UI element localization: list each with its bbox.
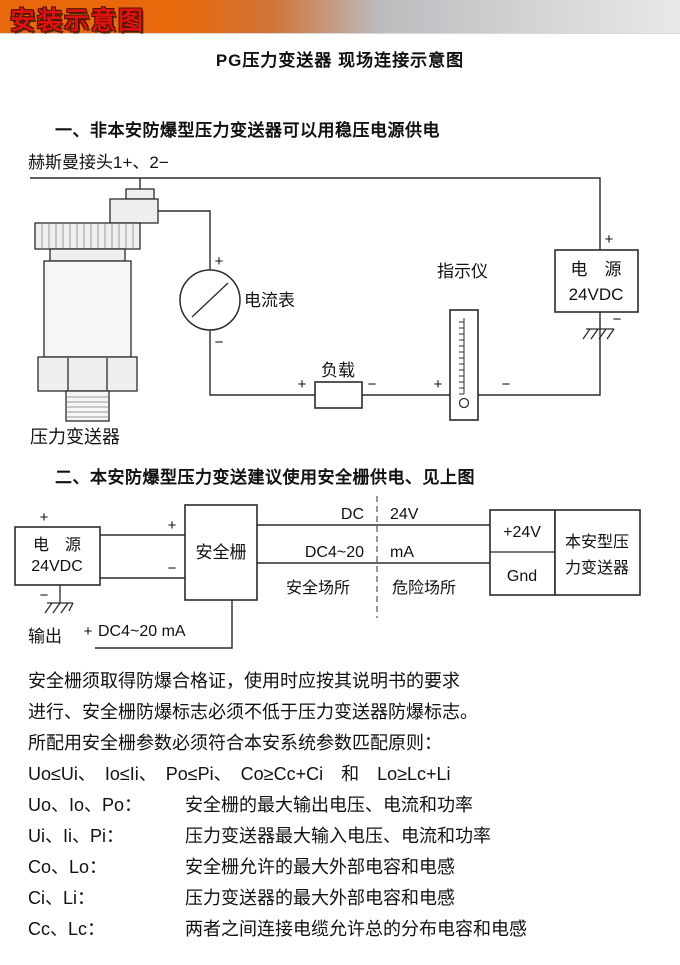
transmitter-hex-facets bbox=[67, 358, 108, 390]
param-desc: 两者之间连接电缆允许总的分布电容和电感 bbox=[185, 919, 527, 939]
power-label-line1: 电 源 bbox=[571, 260, 622, 279]
power2-plus-sign: + bbox=[40, 509, 49, 526]
power-supply-box bbox=[554, 249, 639, 313]
hazard-area-label: 危险场所 bbox=[392, 579, 456, 597]
power2-label-line1: 电 源 bbox=[33, 536, 81, 554]
output-plus-sign: + bbox=[84, 623, 93, 640]
device-label-line1: 本安型压 bbox=[565, 533, 629, 551]
wire2-left-label: DC4~20 bbox=[305, 544, 364, 561]
param-row-uo-io-po: Uo、Io、Po： 安全栅的最大输出电压、电流和功率 bbox=[28, 790, 660, 821]
terminal-gnd-label: Gnd bbox=[507, 568, 537, 585]
load-label: 负载 bbox=[321, 361, 355, 380]
transmitter-label: 压力变送器 bbox=[30, 427, 120, 447]
ground-symbol-2 bbox=[44, 585, 74, 614]
note-paragraph-3: 所配用安全栅参数必须符合本安系统参数匹配原则： bbox=[28, 733, 442, 753]
barrier-circuit-wires bbox=[95, 524, 490, 649]
ammeter-minus-sign: − bbox=[215, 334, 224, 351]
barrier-input-minus-sign: − bbox=[168, 560, 177, 577]
page-title: 安装示意图 bbox=[10, 7, 146, 35]
section1-heading: 一、非本安防爆型压力变送器可以用稳压电源供电 bbox=[55, 121, 440, 140]
ground-symbol bbox=[582, 328, 615, 340]
safety-barrier-box bbox=[184, 504, 258, 601]
hirschmann-connector-graphic bbox=[109, 188, 159, 224]
param-desc: 压力变送器最大输入电压、电流和功率 bbox=[185, 826, 491, 846]
safe-area-label: 安全场所 bbox=[286, 579, 350, 597]
power2-label-line2: 24VDC bbox=[31, 558, 83, 575]
power-label-line2: 24VDC bbox=[569, 285, 624, 304]
device-label-line2: 力变送器 bbox=[565, 559, 629, 577]
indicator-scale bbox=[458, 318, 470, 409]
header-banner: 安装示意图 bbox=[0, 0, 680, 35]
notes-section: 安全栅须取得防爆合格证，使用时应按其说明书的要求 进行、安全栅防爆标志必须不低于… bbox=[28, 666, 660, 945]
wire2-right-label: mA bbox=[390, 544, 414, 561]
wiring-diagram-1: + − 电流表 负载 + − 指示仪 + − + − 电 源 24VDC 压力变… bbox=[30, 177, 639, 447]
pressure-transmitter-graphic bbox=[34, 222, 141, 422]
param-row-ui-ii-pi: Ui、Ii、Pi： 压力变送器最大输入电压、电流和功率 bbox=[28, 821, 660, 852]
formula-line: Uo≤Ui、 Io≤Ii、 Po≤Pi、 Co≥Cc+Ci 和 Lo≥Lc+Li bbox=[28, 764, 451, 784]
wire1-left-label: DC bbox=[341, 506, 364, 523]
output-value-label: DC4~20 mA bbox=[98, 623, 186, 640]
ammeter-plus-sign: + bbox=[215, 253, 224, 270]
param-row-ci-li: Ci、Li： 压力变送器的最大外部电容和电感 bbox=[28, 883, 660, 914]
param-term: Ci、Li： bbox=[28, 888, 96, 908]
param-term: Co、Lo： bbox=[28, 857, 108, 877]
power2-minus-sign: − bbox=[40, 587, 49, 604]
power-minus-sign: − bbox=[613, 311, 622, 328]
section2-heading: 二、本安防爆型压力变送建议使用安全栅供电、见上图 bbox=[55, 468, 475, 487]
load-box bbox=[314, 381, 363, 409]
output-label: 输出 bbox=[28, 627, 62, 646]
param-row-co-lo: Co、Lo： 安全栅允许的最大外部电容和电感 bbox=[28, 852, 660, 883]
power-supply-box-2 bbox=[14, 526, 101, 586]
power-plus-sign: + bbox=[605, 231, 614, 248]
ammeter-label: 电流表 bbox=[244, 291, 295, 310]
note-paragraph-2: 进行、安全栅防爆标志必须不低于压力变送器防爆标志。 bbox=[28, 702, 478, 722]
param-term: Uo、Io、Po： bbox=[28, 795, 143, 815]
hirschmann-connector-label: 赫斯曼接头1+、2− bbox=[28, 153, 169, 172]
indicator-plus-sign: + bbox=[434, 376, 443, 393]
transmitter-ridge-lines bbox=[41, 224, 134, 248]
param-row-cc-lc: Cc、Lc： 两者之间连接电缆允许总的分布电容和电感 bbox=[28, 914, 660, 945]
load-minus-sign: − bbox=[368, 376, 377, 393]
param-term: Cc、Lc： bbox=[28, 919, 106, 939]
circuit-wires bbox=[30, 177, 601, 396]
safety-barrier-label: 安全栅 bbox=[196, 543, 247, 562]
doc-subtitle: PG压力变送器 现场连接示意图 bbox=[215, 51, 465, 70]
param-term: Ui、Ii、Pi： bbox=[28, 826, 125, 846]
ammeter-needle bbox=[191, 282, 229, 318]
terminal-plus24v-label: +24V bbox=[503, 524, 541, 541]
transmitter-thread-hatching bbox=[67, 396, 108, 418]
indicator-minus-sign: − bbox=[502, 376, 511, 393]
barrier-input-plus-sign: + bbox=[168, 517, 177, 534]
wire1-right-label: 24V bbox=[390, 506, 419, 523]
transmitter-device-box bbox=[554, 509, 641, 596]
note-paragraph-1: 安全栅须取得防爆合格证，使用时应按其说明书的要求 bbox=[28, 671, 460, 691]
param-desc: 安全栅允许的最大外部电容和电感 bbox=[185, 857, 455, 877]
load-plus-sign: + bbox=[298, 376, 307, 393]
param-desc: 压力变送器的最大外部电容和电感 bbox=[185, 888, 455, 908]
param-desc: 安全栅的最大输出电压、电流和功率 bbox=[185, 795, 473, 815]
indicator-label: 指示仪 bbox=[437, 262, 488, 281]
wiring-diagram-2: 电 源 24VDC + − + − 安全栅 DC 24V DC4~20 mA 安… bbox=[14, 496, 641, 649]
